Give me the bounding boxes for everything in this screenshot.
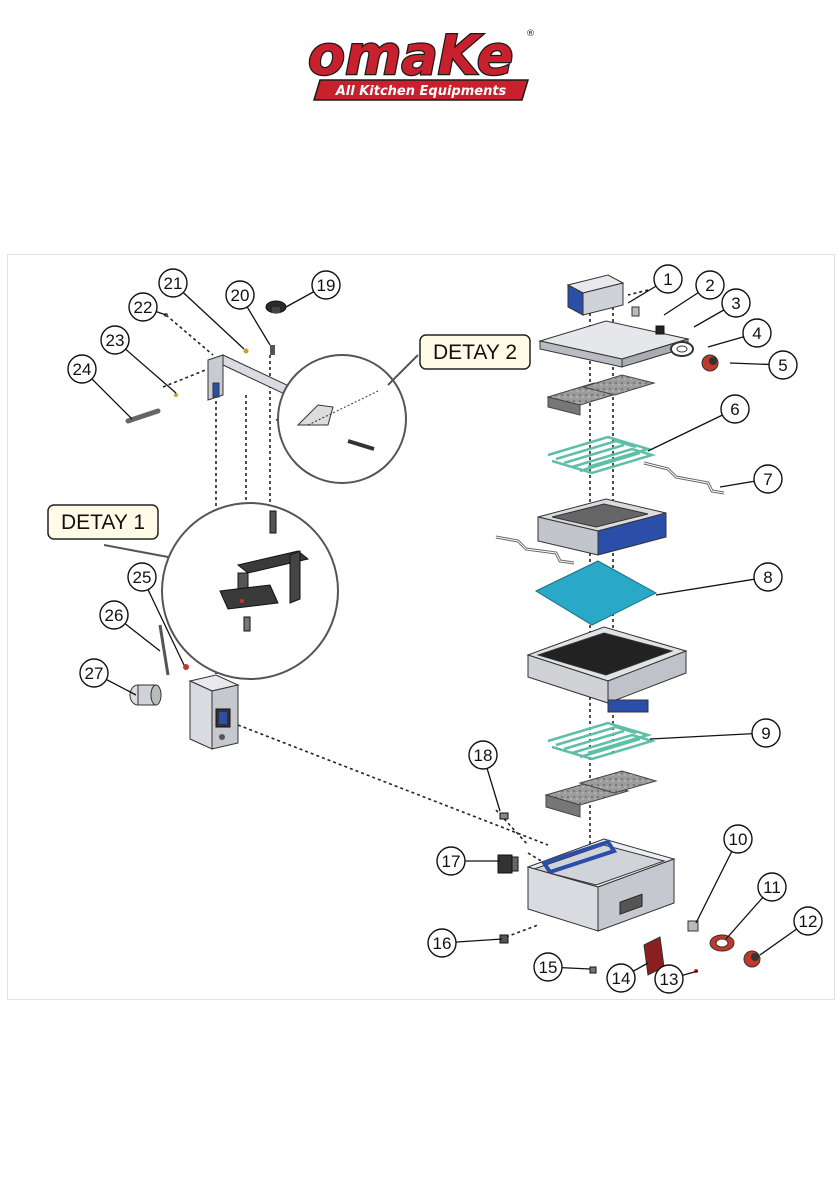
insulation-pads-bottom [546, 771, 656, 817]
thermostat-part [500, 813, 508, 819]
callout-number-1: 1 [663, 270, 672, 289]
knob-19-part [266, 301, 286, 313]
callout-4: 4 [743, 319, 771, 347]
handle-part [128, 411, 158, 421]
callout-6: 6 [721, 395, 749, 423]
callout-number-10: 10 [729, 830, 748, 849]
detail-2-zoom [278, 355, 418, 483]
callout-2: 2 [696, 271, 724, 299]
callout-5: 5 [769, 351, 797, 379]
detail-1-label: DETAY 1 [61, 511, 145, 534]
callout-22: 22 [129, 293, 157, 321]
middle-tray [538, 499, 666, 555]
callout-number-27: 27 [85, 664, 104, 683]
heating-element-lower [548, 723, 652, 759]
callout-number-12: 12 [799, 912, 818, 931]
callout-number-13: 13 [660, 970, 679, 989]
callout-26: 26 [100, 601, 128, 629]
gasket-part-lower [710, 935, 734, 951]
callout-27: 27 [80, 659, 108, 687]
glass-plate-part [536, 561, 656, 625]
callout-20: 20 [226, 281, 254, 309]
knob-part-upper [702, 355, 718, 371]
brand-wordmark: omaKe [308, 24, 513, 87]
callout-24: 24 [68, 355, 96, 383]
callout-25: 25 [128, 563, 156, 591]
callout-21: 21 [159, 269, 187, 297]
callout-number-8: 8 [763, 568, 772, 587]
callout-number-7: 7 [763, 470, 772, 489]
callout-number-14: 14 [612, 969, 631, 988]
nut-part [174, 393, 178, 397]
callout-number-2: 2 [705, 276, 714, 295]
control-box-part [568, 275, 623, 315]
washer-part [244, 349, 249, 354]
callout-number-15: 15 [539, 958, 558, 977]
callout-number-16: 16 [433, 934, 452, 953]
callout-number-3: 3 [731, 294, 740, 313]
main-body-base [528, 839, 674, 931]
omake-logo-graphic: omaKe ® All Kitchen Equipments [300, 22, 540, 104]
griddle-top [528, 627, 686, 712]
callout-number-6: 6 [730, 400, 739, 419]
callout-10: 10 [724, 825, 752, 853]
registered-mark: ® [526, 29, 535, 39]
detail-2-label: DETAY 2 [433, 341, 517, 364]
brand-logo: omaKe ® All Kitchen Equipments [300, 22, 540, 104]
brand-tagline: All Kitchen Equipments [335, 84, 507, 99]
shaft-part [270, 345, 275, 355]
callout-number-4: 4 [752, 324, 761, 343]
callout-7: 7 [754, 465, 782, 493]
callout-18: 18 [469, 741, 497, 769]
top-lid-plate [540, 321, 688, 367]
foot-part [590, 967, 596, 973]
small-switch-part [632, 307, 639, 316]
callout-number-23: 23 [106, 331, 125, 350]
callout-23: 23 [101, 326, 129, 354]
callout-number-18: 18 [474, 746, 493, 765]
insulation-pads-top [548, 375, 654, 415]
callout-14: 14 [607, 964, 635, 992]
callout-12: 12 [794, 907, 822, 935]
callout-8: 8 [754, 563, 782, 591]
callout-17: 17 [437, 847, 465, 875]
side-housing-part [190, 675, 238, 749]
callout-13: 13 [655, 965, 683, 993]
heating-element-upper [548, 437, 652, 473]
small-lamp-part [656, 326, 664, 334]
spring-part [160, 625, 168, 675]
callout-number-11: 11 [763, 878, 781, 897]
callout-number-24: 24 [73, 360, 92, 379]
callout-leader-9 [650, 733, 766, 739]
callout-leader-8 [656, 577, 768, 595]
detail-2-label-box: DETAY 2 [420, 335, 530, 369]
callout-number-22: 22 [134, 298, 153, 317]
callout-1: 1 [654, 265, 682, 293]
gasket-part-upper [671, 342, 693, 356]
knob-part-lower [744, 951, 760, 967]
callout-number-17: 17 [442, 852, 461, 871]
callout-16: 16 [428, 929, 456, 957]
callout-number-20: 20 [231, 286, 250, 305]
callout-number-26: 26 [105, 606, 124, 625]
callout-number-25: 25 [133, 568, 152, 587]
callout-11: 11 [758, 873, 786, 901]
callout-number-5: 5 [778, 356, 787, 375]
callout-15: 15 [534, 953, 562, 981]
callout-number-9: 9 [761, 724, 770, 743]
detail-1-label-box: DETAY 1 [48, 505, 158, 539]
callout-3: 3 [722, 289, 750, 317]
terminal-block-part [498, 855, 518, 873]
bracket-part [644, 463, 724, 493]
callout-number-21: 21 [164, 274, 183, 293]
callout-19: 19 [312, 271, 340, 299]
callout-number-19: 19 [317, 276, 336, 295]
callout-9: 9 [752, 719, 780, 747]
